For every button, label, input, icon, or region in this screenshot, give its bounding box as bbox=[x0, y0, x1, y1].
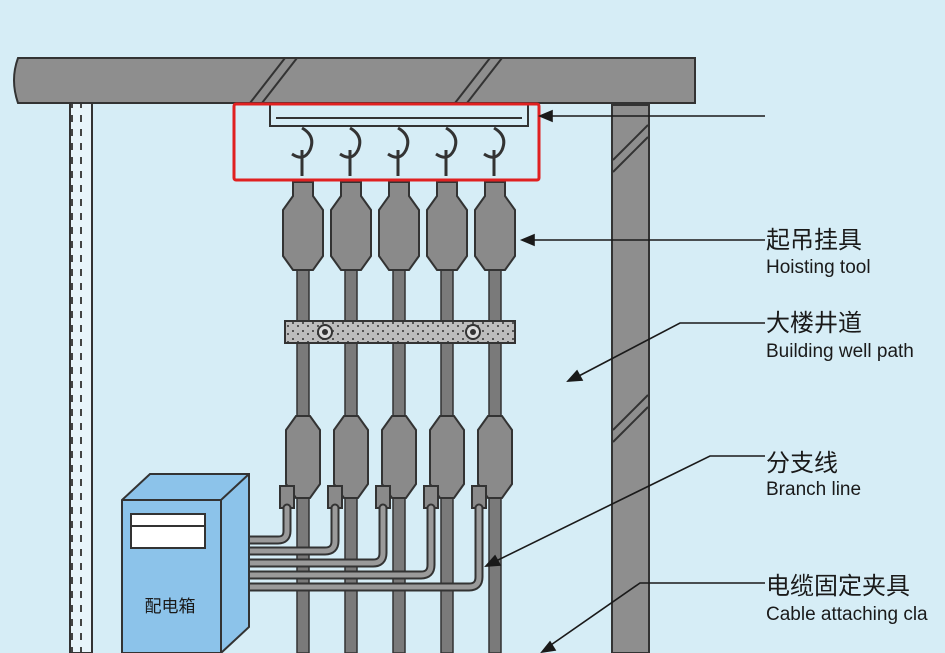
distribution-box-label: 配电箱 bbox=[144, 597, 196, 617]
branch-joints bbox=[279, 415, 513, 509]
branch-line-label-cn: 分支线 bbox=[766, 449, 838, 477]
hoist-hooks bbox=[291, 126, 506, 176]
left-ladder-rail bbox=[69, 102, 93, 653]
well-path-label-cn: 大楼井道 bbox=[766, 309, 862, 337]
pulling-grips bbox=[282, 181, 516, 271]
ceiling-beam bbox=[13, 57, 696, 104]
right-column bbox=[611, 104, 650, 653]
clamp-label-en: Cable attaching cla bbox=[766, 604, 928, 625]
branch-lines bbox=[238, 503, 484, 592]
hoisting-bracket bbox=[269, 103, 529, 127]
hoisting-tool-label-cn: 起吊挂具 bbox=[766, 226, 862, 254]
cable-clamp-bar bbox=[284, 320, 516, 344]
leader-lines bbox=[484, 109, 765, 653]
distribution-box bbox=[121, 473, 250, 653]
clamp-label-cn: 电缆固定夹具 bbox=[766, 572, 910, 600]
hoisting-highlight-frame bbox=[232, 102, 541, 182]
hoisting-tool-label-en: Hoisting tool bbox=[766, 257, 871, 278]
well-path-label-en: Building well path bbox=[766, 341, 914, 362]
branch-line-label-en: Branch line bbox=[766, 479, 862, 500]
